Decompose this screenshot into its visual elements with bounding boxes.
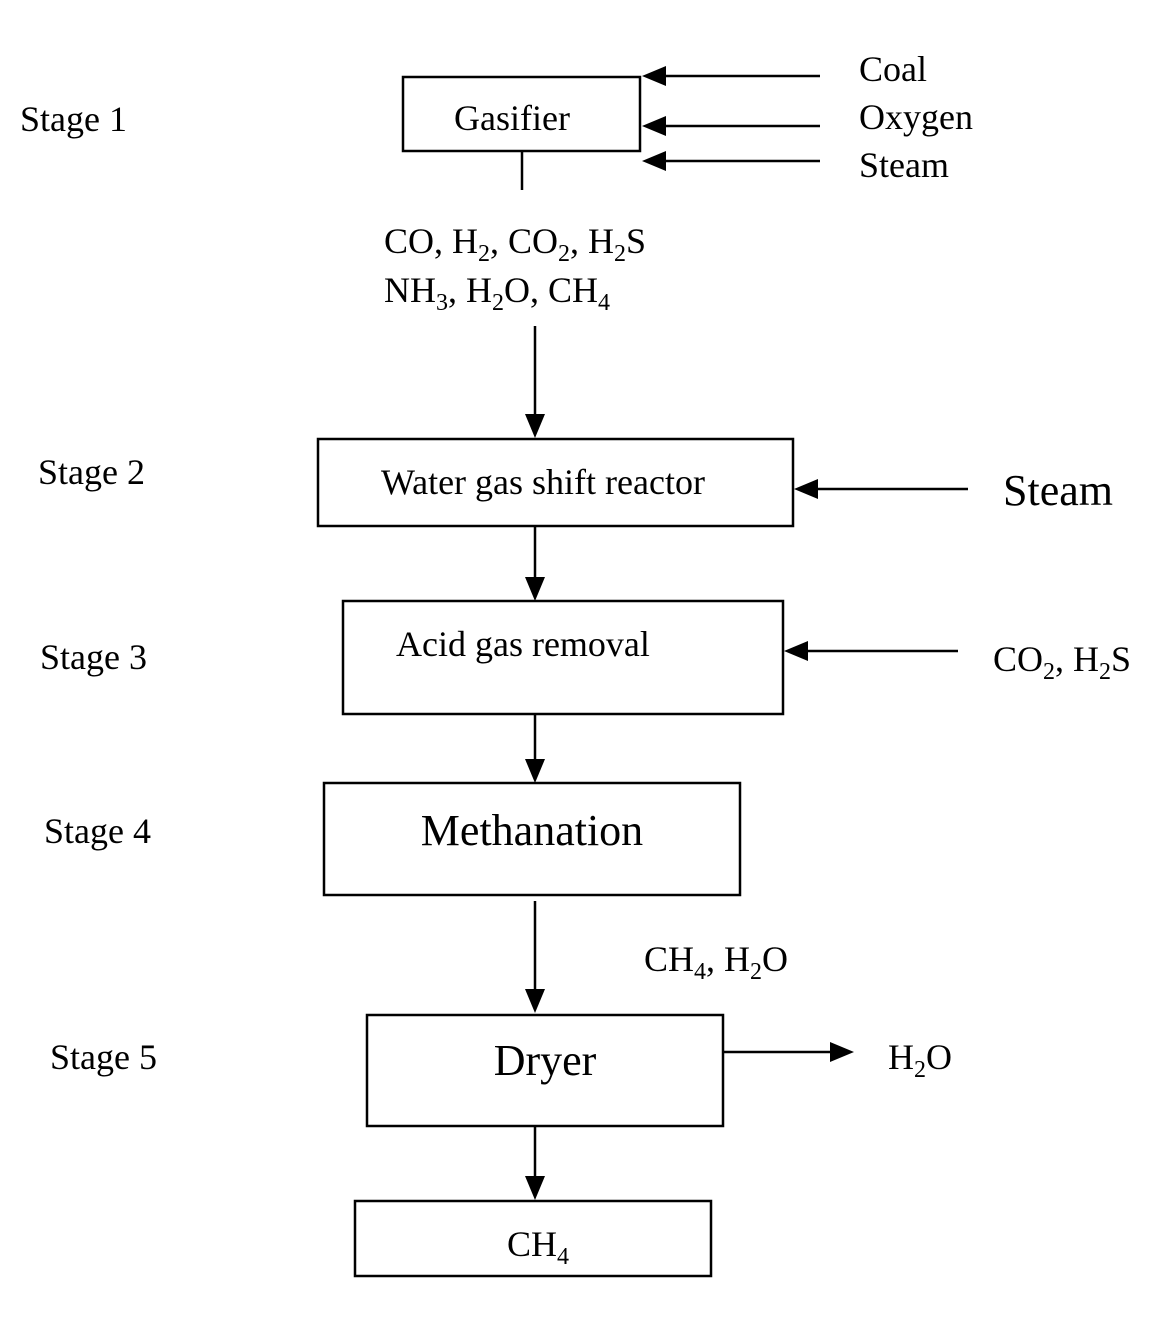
gasifier-label: Gasifier bbox=[454, 98, 570, 138]
methanation-label: Methanation bbox=[421, 806, 643, 855]
formula-subscript: 2 bbox=[492, 290, 504, 316]
dryer-water-output-label: H2O bbox=[888, 1037, 952, 1083]
acid-gas-removal-label: Acid gas removal bbox=[396, 624, 650, 664]
shift-steam-input-arrowhead bbox=[794, 479, 818, 499]
formula-text: CH bbox=[644, 939, 694, 979]
stage-1-label: Stage 1 bbox=[20, 99, 127, 139]
formula-text: O bbox=[762, 939, 788, 979]
gasifier-products-line-1: CO, H2, CO2, H2S bbox=[384, 221, 646, 267]
formula-text: , H bbox=[570, 221, 614, 261]
stage-3-label: Stage 3 bbox=[40, 637, 147, 677]
formula-subscript: 2 bbox=[1043, 659, 1055, 685]
oxygen-input-arrowhead bbox=[642, 116, 666, 136]
formula-subscript: 2 bbox=[478, 241, 490, 267]
gasifier-products-line-2: NH3, H2O, CH4 bbox=[384, 270, 610, 316]
methane-product-box bbox=[353, 1199, 713, 1278]
water-gas-shift-reactor-box bbox=[316, 437, 795, 528]
formula-subscript: 2 bbox=[1099, 659, 1111, 685]
oxygen-label: Oxygen bbox=[859, 97, 973, 137]
formula-text: , CO bbox=[490, 221, 558, 261]
formula-text: CO bbox=[993, 639, 1043, 679]
dryer-label: Dryer bbox=[494, 1036, 597, 1085]
arrow-to-methanation-head bbox=[525, 759, 545, 783]
acid-gas-side-label: CO2, H2S bbox=[993, 639, 1131, 685]
methanation-box bbox=[322, 781, 742, 897]
coal-label: Coal bbox=[859, 49, 927, 89]
formula-text: , H bbox=[448, 270, 492, 310]
formula-text: S bbox=[1111, 639, 1131, 679]
steam-label: Steam bbox=[859, 145, 949, 185]
acid-gas-removal-box bbox=[341, 599, 785, 716]
arrow-to-acid-gas-head bbox=[525, 577, 545, 601]
formula-subscript: 3 bbox=[436, 290, 448, 316]
formula-text: O, CH bbox=[504, 270, 598, 310]
dryer-box bbox=[365, 1013, 725, 1128]
shift-steam-label: Steam bbox=[1003, 466, 1113, 515]
water-gas-shift-reactor-label: Water gas shift reactor bbox=[381, 462, 705, 502]
formula-text: S bbox=[626, 221, 646, 261]
formula-subscript: 2 bbox=[614, 241, 626, 267]
stage-4-label: Stage 4 bbox=[44, 811, 151, 851]
formula-subscript: 2 bbox=[558, 241, 570, 267]
coal-input-arrowhead bbox=[642, 66, 666, 86]
formula-subscript: 4 bbox=[694, 959, 706, 985]
formula-subscript: 2 bbox=[750, 959, 762, 985]
formula-subscript: 4 bbox=[598, 290, 610, 316]
stage-5-label: Stage 5 bbox=[50, 1037, 157, 1077]
formula-text: O bbox=[926, 1037, 952, 1077]
arrow-to-product-head bbox=[525, 1176, 545, 1200]
dryer-water-output-arrowhead bbox=[830, 1042, 854, 1062]
formula-text: CO, H bbox=[384, 221, 478, 261]
formula-text: , H bbox=[1055, 639, 1099, 679]
methane-product-subscript: 4 bbox=[557, 1244, 569, 1270]
acid-gas-side-arrowhead bbox=[784, 641, 808, 661]
arrow-to-dryer-head bbox=[525, 989, 545, 1013]
methanation-products-label: CH4, H2O bbox=[644, 939, 788, 985]
formula-text: H bbox=[888, 1037, 914, 1077]
formula-text: , H bbox=[706, 939, 750, 979]
formula-text: NH bbox=[384, 270, 436, 310]
arrow-to-shift-reactor-head bbox=[525, 414, 545, 438]
steam-input-arrowhead bbox=[642, 151, 666, 171]
gasifier-box bbox=[401, 75, 642, 153]
methane-product-base: CH bbox=[507, 1224, 557, 1264]
formula-subscript: 2 bbox=[914, 1057, 926, 1083]
stage-2-label: Stage 2 bbox=[38, 452, 145, 492]
methane-product-label: CH4 bbox=[507, 1224, 569, 1270]
